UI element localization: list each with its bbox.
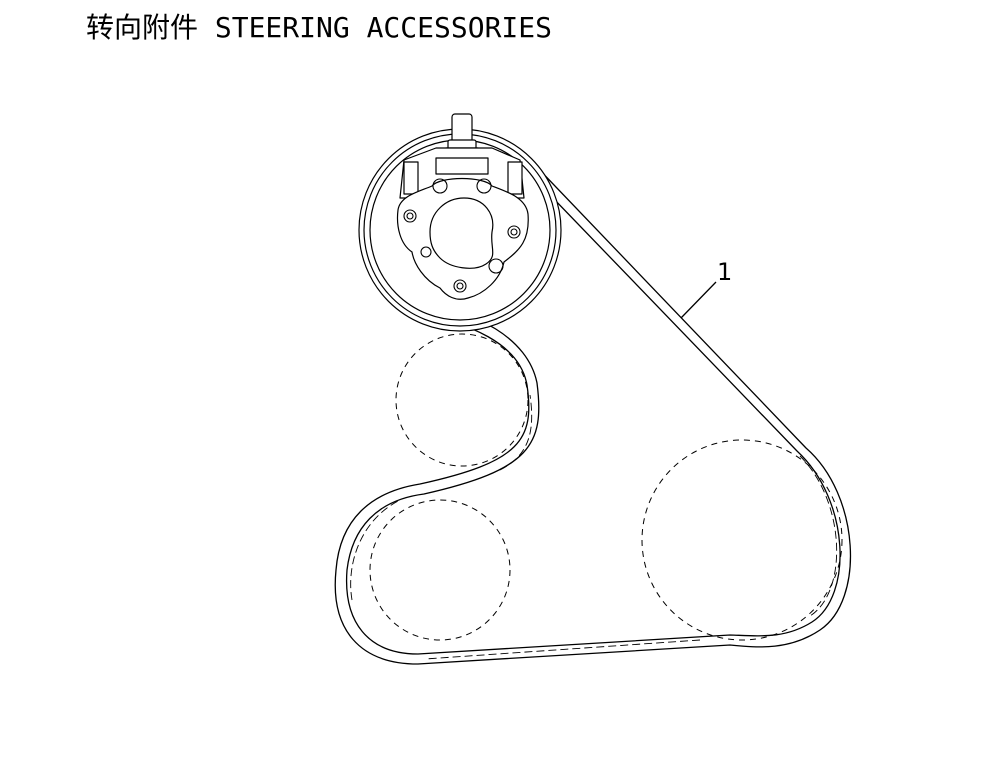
callout-1-label: 1 <box>717 258 732 286</box>
callout-1-leader <box>680 281 717 319</box>
drive-belt <box>334 161 852 665</box>
steering-pump-bolts <box>403 178 521 293</box>
page-title: 转向附件 STEERING ACCESSORIES <box>86 11 553 44</box>
callout-1: 1 <box>680 258 732 319</box>
idler-pulley-ghost-upper <box>395 333 529 467</box>
steering-pump-body <box>396 113 529 300</box>
idler-pulley-ghost-lower <box>369 499 511 641</box>
crank-pulley-ghost <box>641 439 843 641</box>
